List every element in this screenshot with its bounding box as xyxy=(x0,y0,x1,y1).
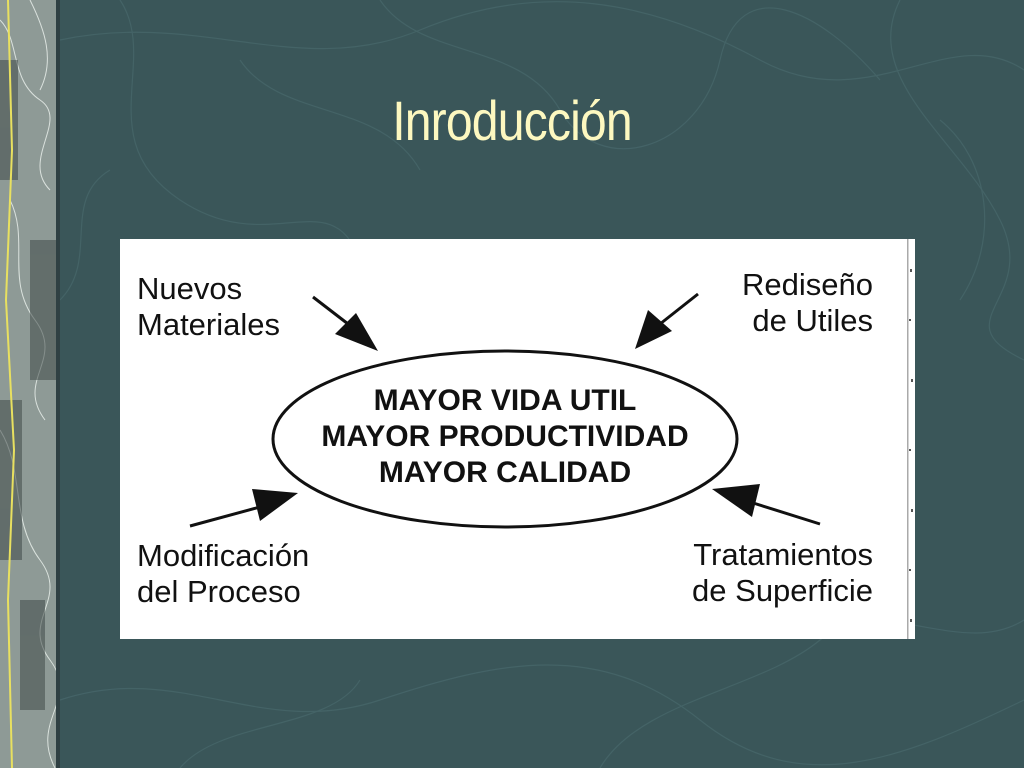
slide-title: Inroducción xyxy=(392,89,632,152)
arrow-bottom-right-icon xyxy=(712,484,821,526)
label-modificacion-proceso: Modificación del Proceso xyxy=(137,538,310,609)
arrow-bottom-left-icon xyxy=(189,489,298,528)
center-line-productividad: MAYOR PRODUCTIVIDAD xyxy=(321,420,689,453)
decorative-map-strip xyxy=(0,0,60,768)
scan-edge-noise xyxy=(907,239,913,639)
center-text: MAYOR VIDA UTIL MAYOR PRODUCTIVIDAD MAYO… xyxy=(270,383,740,491)
arrow-top-left-icon xyxy=(312,295,378,351)
label-rediseno-utiles: Rediseño de Utiles xyxy=(742,267,873,338)
diagram-panel: Nuevos Materiales Rediseño de Utiles Mod… xyxy=(120,239,915,639)
center-line-calidad: MAYOR CALIDAD xyxy=(378,456,632,489)
label-tratamientos-superficie: Tratamientos de Superficie xyxy=(692,537,873,608)
label-nuevos-materiales: Nuevos Materiales xyxy=(137,271,280,342)
center-line-vida-util: MAYOR VIDA UTIL xyxy=(373,384,637,417)
arrow-top-right-icon xyxy=(635,292,699,349)
center-ellipse xyxy=(271,349,739,529)
diagram-graphics xyxy=(189,239,913,639)
